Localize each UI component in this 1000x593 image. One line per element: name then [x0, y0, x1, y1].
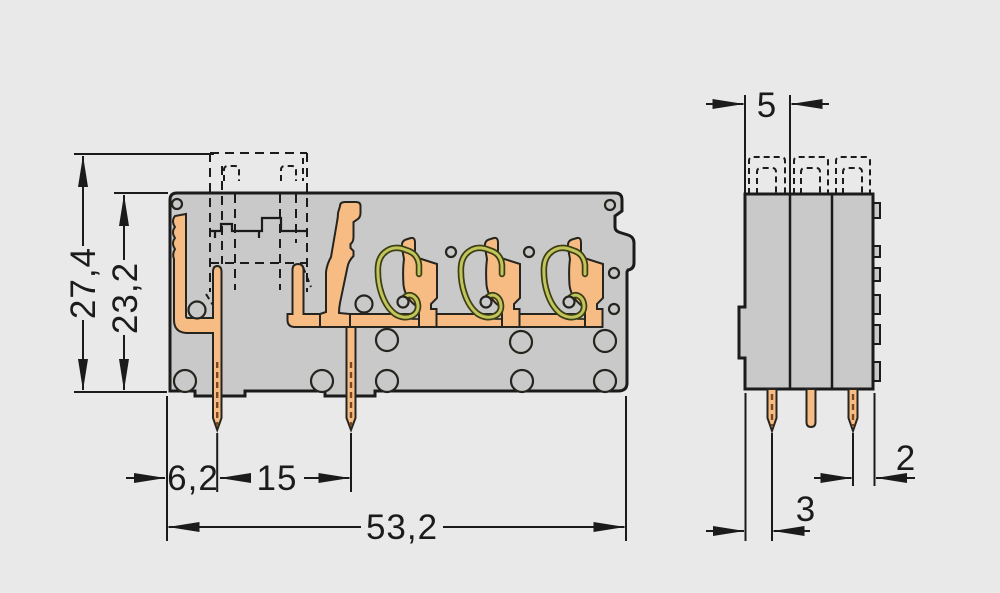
dim-body-height-label: 23,2: [106, 262, 145, 334]
busbar: [286, 262, 593, 328]
hole: [374, 327, 400, 353]
dim-pin-offset-label: 6,2: [167, 459, 219, 498]
clamp-spring-2: [457, 244, 506, 321]
dim-pin-spacing-label: 15: [257, 459, 298, 498]
left-contact-and-pin: [172, 212, 223, 433]
hole: [396, 295, 410, 309]
side-housing-body: [737, 192, 875, 391]
front-view: [168, 152, 636, 433]
dim-pin-to-edge: 2: [814, 439, 916, 483]
dim-edge-to-pin: 3: [706, 490, 816, 536]
hole: [354, 294, 374, 314]
dim-total-height-label: 27,4: [64, 247, 103, 319]
clamp-spring-3: [540, 244, 589, 321]
actuator-lever: [319, 201, 362, 328]
hole: [508, 329, 534, 355]
clamp-spring-1: [374, 244, 423, 321]
hidden-mechanism-dashed: [205, 152, 312, 311]
hole: [509, 368, 535, 394]
dim-pole-pitch: 5: [706, 86, 829, 125]
hole: [607, 302, 621, 316]
mechanism-step-line: [210, 216, 307, 233]
dim-total-width-label: 53,2: [366, 508, 438, 547]
hole: [479, 295, 493, 309]
dimensions: 27,4 23,2 6,2 15 53,2: [64, 86, 916, 547]
copper-contacts: [172, 201, 604, 433]
hole: [170, 197, 184, 211]
hole: [562, 295, 576, 309]
dim-body-height: 23,2: [106, 194, 145, 391]
dim-total-height: 27,4: [64, 155, 103, 391]
side-pin-2: [805, 388, 817, 429]
hole: [607, 266, 621, 280]
front-housing-body: [168, 191, 636, 398]
hole: [603, 198, 617, 212]
hole: [444, 245, 458, 259]
dim-total-width: 53,2: [168, 508, 625, 547]
clamp-flag-1: [400, 236, 438, 328]
clamp-flag-3: [566, 236, 604, 328]
dim-pin-to-edge-label: 2: [896, 439, 916, 478]
dim-pin-spacing: 15: [219, 459, 350, 498]
housing-holes: [170, 197, 621, 394]
side-hidden-levers-dashed: [748, 156, 871, 194]
side-solder-pins: [766, 388, 859, 435]
clamp-flag-2: [483, 236, 521, 328]
side-view: [737, 156, 881, 435]
hole: [187, 300, 207, 320]
dim-edge-to-pin-label: 3: [796, 490, 816, 529]
dim-pole-pitch-label: 5: [757, 86, 777, 125]
hole: [172, 368, 198, 394]
hole: [522, 245, 536, 259]
hole: [309, 368, 335, 394]
clamp-springs: [374, 244, 589, 321]
dim-pin-offset: 6,2: [126, 459, 219, 498]
hole: [374, 368, 400, 394]
hole: [592, 368, 618, 394]
hole: [592, 328, 618, 354]
